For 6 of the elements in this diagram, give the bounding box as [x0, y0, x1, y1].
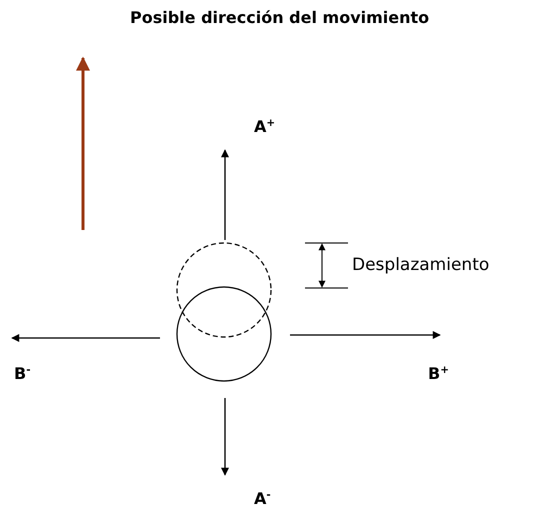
- axis-label: B$^{-}$: [14, 365, 31, 382]
- axis-label: B$^{+}$: [428, 365, 449, 382]
- title: Posible dirección del movimiento: [130, 10, 430, 26]
- dimension-label: Desplazamiento: [352, 257, 490, 274]
- axis-label: A$^{-}$: [254, 490, 271, 508]
- axis-label: A$^{+}$: [254, 118, 276, 136]
